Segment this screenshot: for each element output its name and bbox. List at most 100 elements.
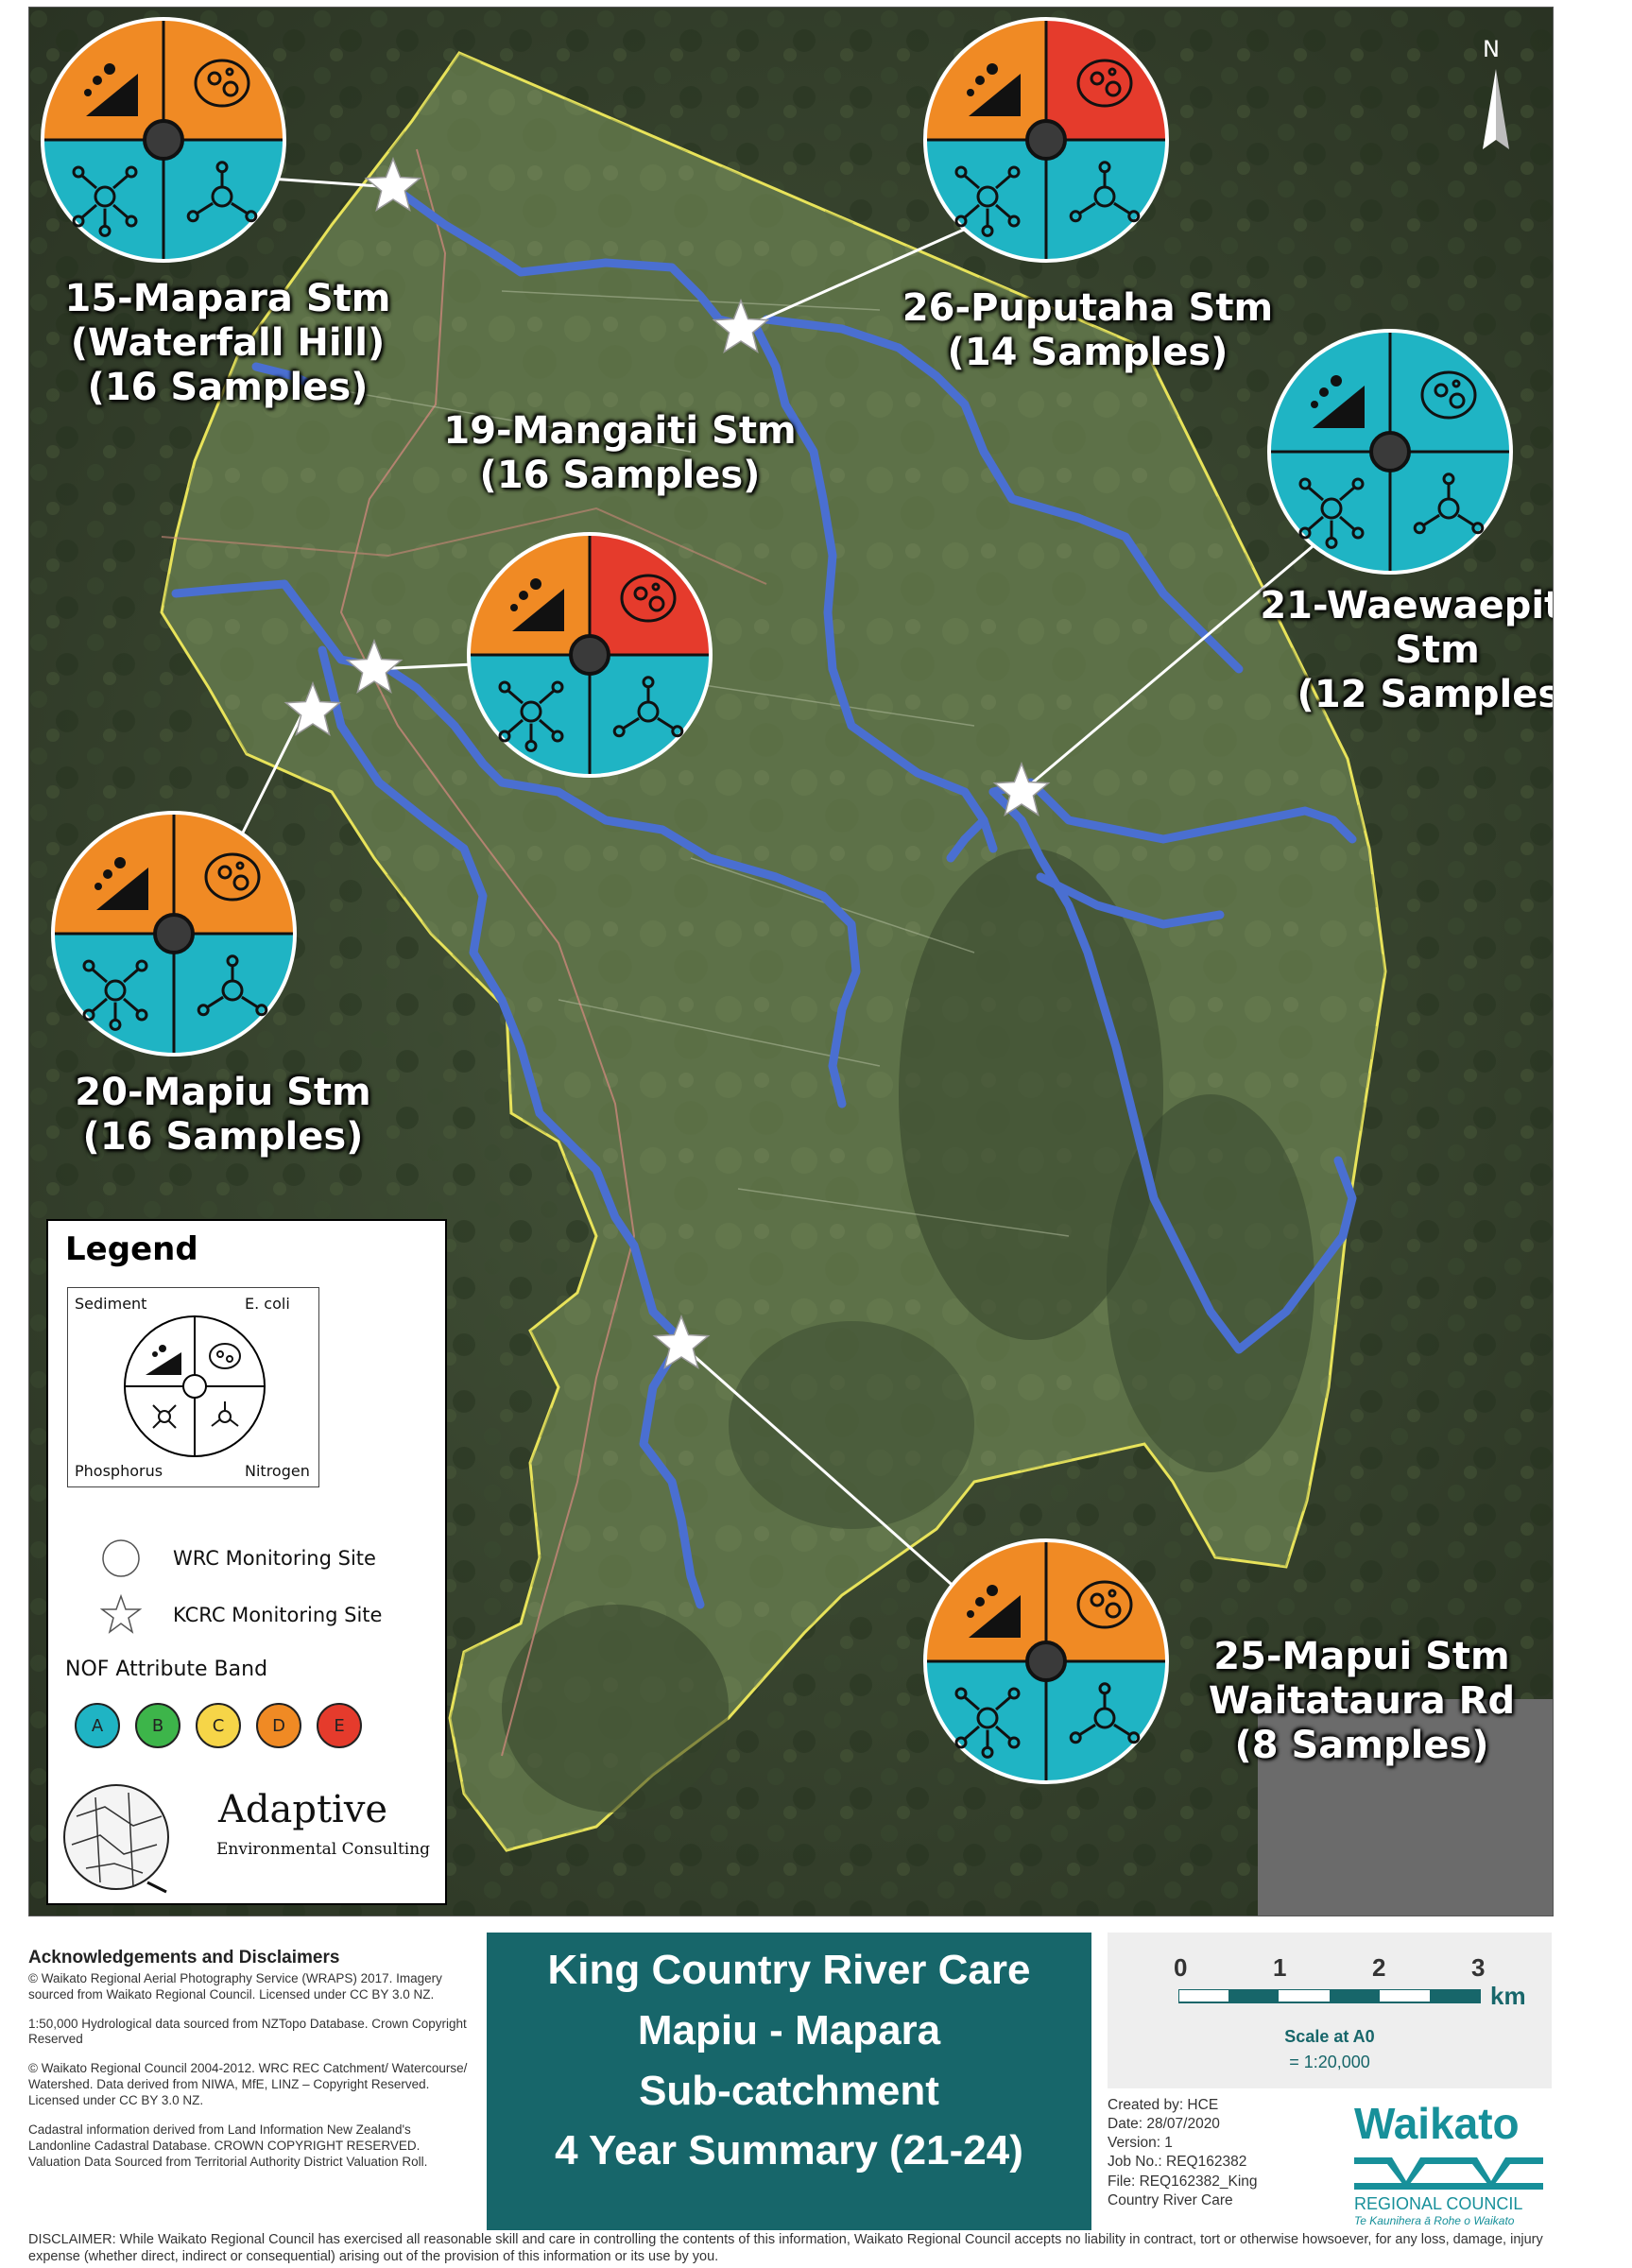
nitrogen-icon <box>1069 1682 1141 1744</box>
site-label-15: 15-Mapara Stm(Waterfall Hill)(16 Samples… <box>64 277 391 410</box>
scale-tick-0: 0 <box>1174 1953 1188 1982</box>
phosphorus-icon <box>82 959 148 1031</box>
aerial-map <box>29 8 1553 1916</box>
kcrc-site-star-21 <box>992 761 1051 816</box>
site-label-21: 21-WaewaepitauStm(12 Samples) <box>1260 584 1554 717</box>
site-pie-21 <box>1267 329 1513 575</box>
sediment-icon <box>967 63 1021 116</box>
site-label-26: 26-Puputaha Stm(14 Samples) <box>902 286 1274 375</box>
phosphorus-icon <box>72 165 138 237</box>
legend-ecoli-label: E. coli <box>245 1295 290 1313</box>
waikato-tagline: Te Kaunihera ā Rohe o Waikato <box>1354 2214 1515 2227</box>
waikato-wave-icon <box>1354 2157 1543 2190</box>
waikato-logo: Waikato REGIONAL COUNCIL Te Kaunihera ā … <box>1347 2098 1550 2228</box>
scale-bar-box: 0 1 2 3 km Scale at A0 = 1:20,000 <box>1108 1933 1552 2088</box>
site-pie-25 <box>923 1538 1169 1784</box>
phosphorus-icon <box>954 1687 1021 1759</box>
kcrc-site-star-26 <box>712 298 770 353</box>
nof-band-A: A <box>75 1703 120 1748</box>
ecoli-icon <box>1420 370 1477 420</box>
scale-tick-1: 1 <box>1273 1953 1287 1982</box>
site-pie-19 <box>467 532 713 778</box>
info-file: File: REQ162382_King <box>1108 2173 1258 2190</box>
adaptive-logo-name: Adaptive <box>218 1788 388 1831</box>
ecoli-icon <box>1076 59 1133 108</box>
info-job: Job No.: REQ162382 <box>1108 2154 1247 2171</box>
info-version: Version: 1 <box>1108 2135 1173 2152</box>
scale-bar <box>1178 1989 1481 2003</box>
legend-sediment-label: Sediment <box>75 1295 147 1313</box>
legend: Legend Sediment E. coli Phosphorus Nitro… <box>46 1219 447 1905</box>
ack-paragraph: © Waikato Regional Aerial Photography Se… <box>28 1970 442 2002</box>
wrc-site-icon <box>102 1539 140 1577</box>
phosphorus-icon <box>954 165 1021 237</box>
ecoli-icon <box>620 574 677 623</box>
sediment-icon <box>146 1345 181 1375</box>
title-line-3: Sub-catchment <box>639 2067 939 2114</box>
north-arrow-icon <box>1483 69 1509 149</box>
info-date: Date: 28/07/2020 <box>1108 2116 1220 2133</box>
site-label-20: 20-Mapiu Stm(16 Samples) <box>75 1071 371 1160</box>
disclaimer: DISCLAIMER: While Waikato Regional Counc… <box>28 2232 1543 2264</box>
nof-band-B: B <box>135 1703 180 1748</box>
legend-kcrc-label: KCRC Monitoring Site <box>173 1604 383 1626</box>
nitrogen-icon <box>612 676 684 738</box>
scale-unit: km <box>1490 1982 1526 2010</box>
map-info: Created by: HCE Date: 28/07/2020 Version… <box>1108 2096 1504 2230</box>
kcrc-site-star-25 <box>652 1314 711 1369</box>
kcrc-site-star-15 <box>364 156 422 212</box>
kcrc-site-star-20 <box>283 680 342 736</box>
north-label: N <box>1483 36 1500 62</box>
scale-tick-3: 3 <box>1471 1953 1486 1982</box>
nof-band-D: D <box>256 1703 301 1748</box>
legend-title: Legend <box>65 1230 198 1268</box>
nitrogen-icon <box>186 161 258 223</box>
site-label-19: 19-Mangaiti Stm(16 Samples) <box>443 409 797 498</box>
legend-phosphorus-label: Phosphorus <box>75 1462 163 1480</box>
info-created-by: Created by: HCE <box>1108 2097 1219 2113</box>
waikato-name: Waikato <box>1354 2099 1520 2148</box>
kcrc-site-star-19 <box>345 638 404 694</box>
adaptive-logo-sub: Environmental Consulting <box>216 1840 431 1859</box>
nitrogen-icon <box>197 954 268 1017</box>
acknowledgements: Acknowledgements and Disclaimers © Waika… <box>28 1947 472 2184</box>
nof-band-C: C <box>196 1703 241 1748</box>
no-data-area <box>1258 1699 1553 1916</box>
road <box>339 148 636 1757</box>
scale-ratio: = 1:20,000 <box>1289 2053 1370 2071</box>
footer-panel: Acknowledgements and Disclaimers © Waika… <box>28 1928 1552 2230</box>
title-line-2: Mapiu - Mapara <box>637 2006 941 2053</box>
site-pie-26 <box>923 17 1169 263</box>
adaptive-logo-icon <box>63 1784 169 1894</box>
ack-title: Acknowledgements and Disclaimers <box>28 1948 340 1967</box>
nitrogen-icon <box>1069 161 1141 223</box>
nitrogen-icon <box>211 1401 239 1427</box>
legend-quadrant-pie <box>124 1315 266 1457</box>
waikato-council: REGIONAL COUNCIL <box>1354 2194 1523 2213</box>
streams <box>171 182 1357 1609</box>
site-pie-15 <box>41 17 286 263</box>
legend-nitrogen-label: Nitrogen <box>245 1462 310 1480</box>
legend-wrc-label: WRC Monitoring Site <box>173 1547 376 1570</box>
phosphorus-icon <box>498 680 564 752</box>
legend-quadrant-box <box>67 1287 319 1487</box>
site-pie-20 <box>51 811 297 1057</box>
ecoli-icon <box>209 1343 241 1369</box>
sediment-icon <box>967 1585 1021 1638</box>
title-line-1: King Country River Care <box>547 1947 1031 1993</box>
sediment-icon <box>510 578 564 631</box>
scale-label: Scale at A0 <box>1284 2027 1375 2046</box>
phosphorus-icon <box>152 1404 177 1429</box>
sediment-icon <box>94 857 148 910</box>
ecoli-icon <box>1076 1580 1133 1629</box>
info-file-2: Country River Care <box>1108 2191 1233 2208</box>
ack-paragraph: Cadastral information derived from Land … <box>28 2122 428 2169</box>
sediment-icon <box>84 63 138 116</box>
ack-paragraph: © Waikato Regional Council 2004-2012. WR… <box>28 2061 468 2107</box>
sediment-icon <box>1311 375 1365 428</box>
title-line-4: 4 Year Summary (21-24) <box>555 2127 1023 2174</box>
nof-band-E: E <box>317 1703 362 1748</box>
ecoli-icon <box>194 59 250 108</box>
